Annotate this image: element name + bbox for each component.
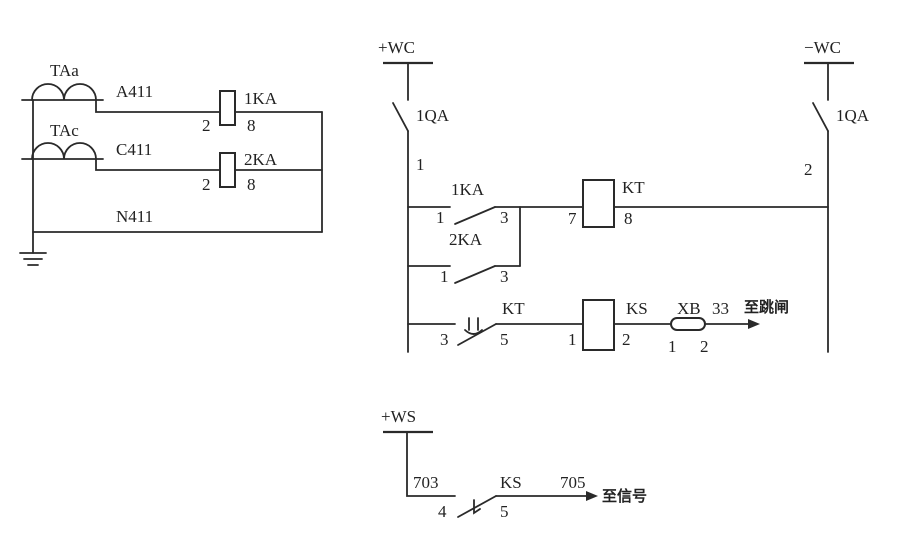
ground-symbol [19,252,47,266]
contact-1ka-pin-3: 3 [500,208,509,227]
negative-bus-label: −WC [804,38,841,57]
contact-2ka-pin-1: 1 [440,267,449,286]
wire-703-label: 703 [413,473,439,492]
signal-relay-coil-ks [582,299,615,351]
timer-coil-kt [582,179,615,228]
to-signal-label: 至信号 [602,487,647,505]
breaker-left-label: 1QA [416,106,450,125]
signal-relay-pin-2: 2 [622,330,631,349]
wire-33-label: 33 [712,299,729,318]
trip-link-xb [670,317,706,331]
timer-delayed-contact [457,323,497,346]
ct-circuit: TAa TAc A411 1KA 2 8 C411 2KA 2 8 N411 [19,61,323,266]
ct-c-label: TAc [50,121,79,140]
current-transformer-c [21,142,104,160]
signal-relay-label: KS [626,299,648,318]
wire-n411-label: N411 [116,207,153,226]
contact-2ka-pin-3: 3 [500,267,509,286]
contact-1ka [454,206,496,225]
signal-relay-pin-1: 1 [568,330,577,349]
wire-705-label: 705 [560,473,586,492]
contact-2ka-label: 2KA [449,230,483,249]
relay-1ka-pin-8: 8 [247,116,256,135]
link-pin-2: 2 [700,337,709,356]
timer-contact-label: KT [502,299,525,318]
ks-contact [457,495,497,518]
relay-2ka-pin-2: 2 [202,175,211,194]
relay-coil-2ka [219,152,236,188]
time-delay-mark [464,317,483,335]
timer-contact-pin-5: 5 [500,330,509,349]
breaker-contact-right [812,102,829,132]
link-label: XB [677,299,701,318]
to-trip-label: 至跳闸 [744,298,789,316]
timer-pin-7: 7 [568,209,577,228]
wire-c411-label: C411 [116,140,152,159]
positive-bus-label: +WC [378,38,415,57]
timer-label: KT [622,178,645,197]
relay-1ka-label: 1KA [244,89,278,108]
breaker-right-label: 1QA [836,106,870,125]
contact-1ka-pin-1: 1 [436,208,445,227]
ks-contact-pin-4: 4 [438,502,447,521]
relay-coil-1ka [219,90,236,126]
ks-latch-mark [473,499,481,515]
trip-arrow [748,319,760,329]
signal-circuit: +WS 703 KS 705 4 5 至信号 [381,407,647,521]
signal-bus-label: +WS [381,407,416,426]
timer-contact-pin-3: 3 [440,330,449,349]
relay-2ka-label: 2KA [244,150,278,169]
link-pin-1: 1 [668,337,677,356]
ct-a-label: TAa [50,61,79,80]
contact-1ka-label: 1KA [451,180,485,199]
relay-2ka-pin-8: 8 [247,175,256,194]
ks-contact-pin-5: 5 [500,502,509,521]
node-1-label: 1 [416,155,425,174]
relay-1ka-pin-2: 2 [202,116,211,135]
wire-a411-label: A411 [116,82,153,101]
timer-pin-8: 8 [624,209,633,228]
contact-2ka [454,265,496,284]
breaker-contact-left [392,102,409,132]
signal-arrow [586,491,598,501]
node-2-label: 2 [804,160,813,179]
control-circuit: +WC 1QA 1 −WC 1QA 2 1KA 1 3 KT 7 8 2KA 1… [378,38,870,356]
ks-contact-label: KS [500,473,522,492]
current-transformer-a [21,83,104,101]
